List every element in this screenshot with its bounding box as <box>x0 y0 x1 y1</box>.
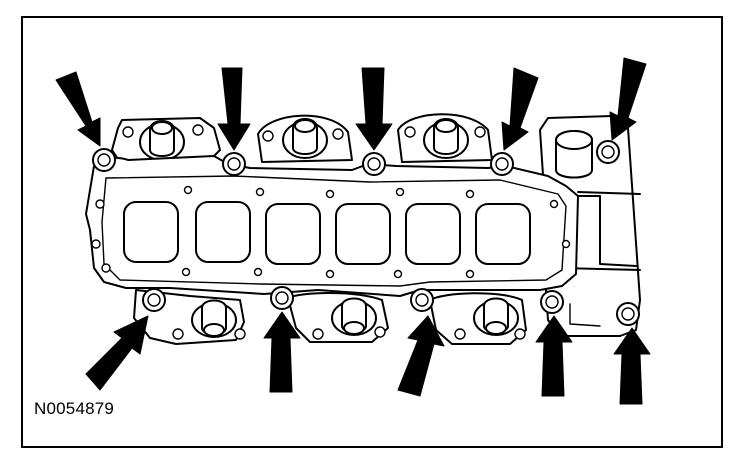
arrow-icon <box>217 67 251 151</box>
bolt-lower-2 <box>270 286 294 310</box>
arrow-icon <box>501 67 539 151</box>
arrow-icon <box>613 327 651 405</box>
arrow-icon <box>85 315 149 391</box>
bolt-lower-4 <box>540 290 564 314</box>
upper-towers <box>111 113 493 163</box>
intake-ports <box>123 201 531 265</box>
manifold-flange <box>85 155 579 297</box>
arrow-icon <box>609 57 647 141</box>
callout-arrows <box>55 57 651 405</box>
arrow-icon <box>263 311 301 393</box>
bolt-upper-4 <box>490 152 514 176</box>
figure-reference-number: N0054879 <box>34 399 115 418</box>
arrow-icon <box>55 71 101 147</box>
bolt-upper-1 <box>92 148 116 172</box>
bolts <box>92 140 640 326</box>
bolt-upper-2 <box>222 152 246 176</box>
lower-towers <box>133 289 527 345</box>
bolt-lower-5 <box>616 302 640 326</box>
bolt-upper-3 <box>362 152 386 176</box>
bolt-lower-3 <box>410 288 434 312</box>
bolt-lower-1 <box>142 288 166 312</box>
bolt-upper-5 <box>596 140 620 164</box>
locating-holes <box>91 185 571 279</box>
arrow-icon <box>535 315 573 397</box>
figure-frame <box>21 16 723 448</box>
arrow-icon <box>397 315 445 397</box>
arrow-icon <box>355 67 393 151</box>
